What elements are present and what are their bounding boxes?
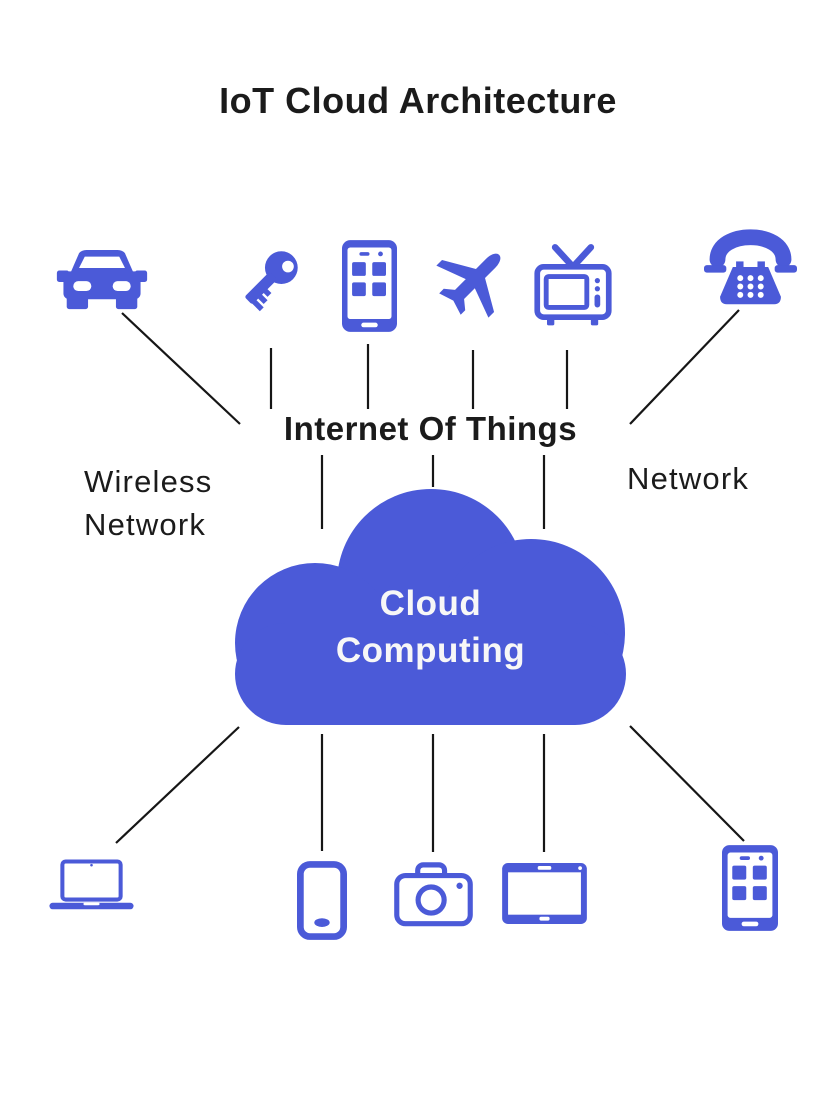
mobile-apps-icon [722,845,778,931]
laptop-icon [47,859,136,911]
car-icon [56,250,148,314]
wireless-network-label-line2: Network [84,507,207,542]
telephone-icon [704,224,797,310]
airplane-icon [432,242,512,322]
cloud-computing-label-line2: Computing [335,631,526,670]
cloud-computing-label: Cloud Computing [235,580,626,674]
key-icon [228,243,306,321]
connector-cloud-to-laptop [115,726,240,844]
network-label: Network [627,461,750,496]
smartphone-icon [297,861,347,940]
connector-telephone-to-iot [629,309,740,425]
cloud-computing-label-line1: Cloud [379,584,482,623]
connector-cloud-to-mobile [629,725,745,842]
camera-icon [394,862,473,927]
wireless-network-label-line1: Wireless [84,464,213,499]
cloud-shape [235,487,626,725]
wireless-network-label: Wireless Network [84,460,304,546]
smartphone-apps-icon [342,240,397,332]
page-title: IoT Cloud Architecture [219,80,617,121]
internet-of-things-label: Internet Of Things [283,410,578,447]
tv-icon [534,244,612,327]
tablet-icon [502,863,587,924]
connector-car-to-iot [121,312,241,425]
